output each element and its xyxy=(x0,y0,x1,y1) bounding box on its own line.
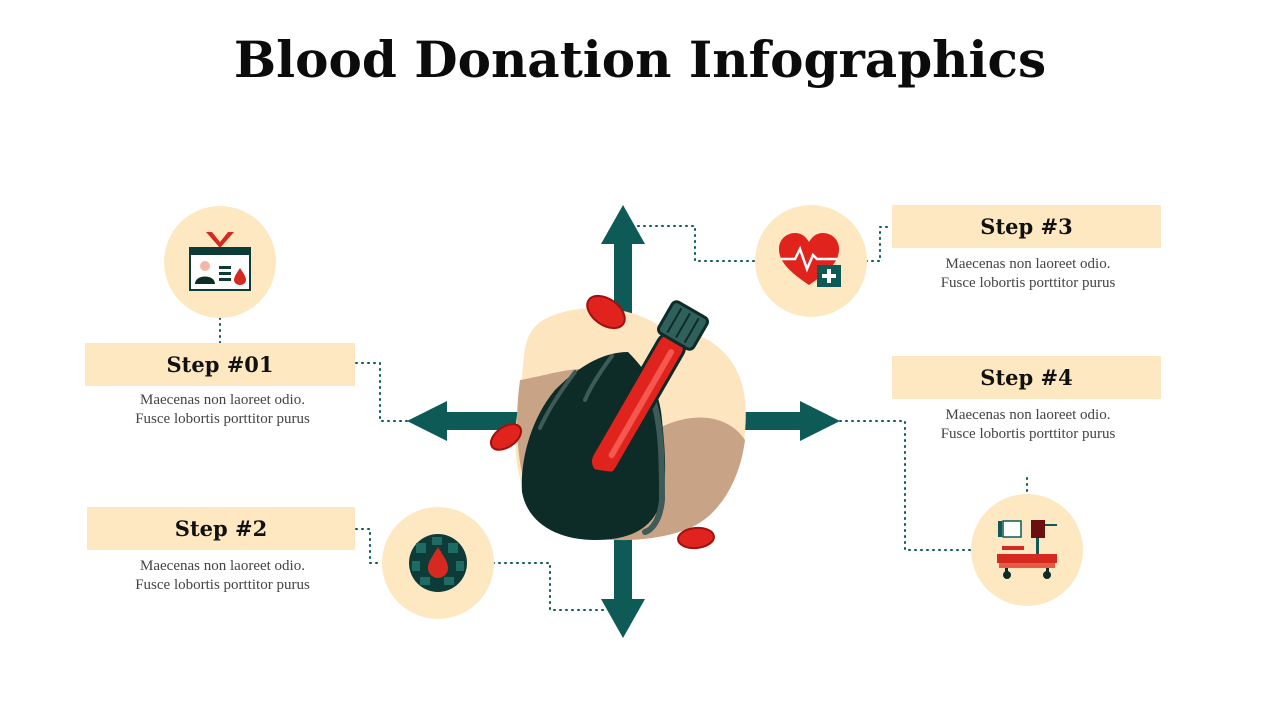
arrow-right xyxy=(745,401,840,441)
step3-box: Step #3 xyxy=(892,205,1161,248)
step1-line1: Maecenas non laoreet odio. xyxy=(140,392,305,408)
connector-step3-box xyxy=(865,226,893,262)
connector-step4-arrow xyxy=(839,420,973,551)
direction-arrows xyxy=(407,205,840,638)
step3-line1: Maecenas non laoreet odio. xyxy=(945,256,1111,272)
arrow-down xyxy=(601,530,645,638)
step1-icon-circle xyxy=(164,206,276,318)
hand-fingers xyxy=(538,354,614,430)
step3-description: Maecenas non laoreet odio. Fusce loborti… xyxy=(889,255,1167,293)
connector-step2-arrow xyxy=(492,562,605,611)
step4-line2: Fusce lobortis porttitor purus xyxy=(940,426,1116,442)
hand-highlight xyxy=(642,389,666,535)
hand-test-tube-illustration xyxy=(489,294,746,550)
connector-step2-box xyxy=(355,528,383,564)
step2-box: Step #2 xyxy=(87,507,355,550)
blood-cell xyxy=(586,294,626,330)
id-card-icon xyxy=(189,232,251,291)
connector-step1-arrow xyxy=(355,362,409,422)
step3-label: Step #3 xyxy=(980,214,1073,239)
step4-box: Step #4 xyxy=(892,356,1161,399)
blood-cell xyxy=(677,526,715,550)
step4-description: Maecenas non laoreet odio. Fusce loborti… xyxy=(889,406,1167,444)
step4-label: Step #4 xyxy=(980,365,1073,390)
test-tube-shine xyxy=(608,349,675,459)
step2-line2: Fusce lobortis porttitor purus xyxy=(135,577,310,593)
step1-description: Maecenas non laoreet odio. Fusce loborti… xyxy=(85,391,360,429)
step2-description: Maecenas non laoreet odio. Fusce loborti… xyxy=(85,557,360,595)
step2-icon-circle xyxy=(382,507,494,619)
arrow-left xyxy=(407,401,525,441)
step3-line2: Fusce lobortis porttitor purus xyxy=(940,275,1116,291)
step4-icon-circle xyxy=(971,494,1083,606)
step2-label: Step #2 xyxy=(174,516,268,541)
step1-label: Step #01 xyxy=(166,352,274,377)
step1-box: Step #01 xyxy=(85,343,355,386)
blood-cell xyxy=(489,423,523,451)
step4-line1: Maecenas non laoreet odio. xyxy=(945,407,1111,423)
step3-icon-circle xyxy=(755,205,867,317)
arrow-up xyxy=(601,205,645,320)
hand-thumb xyxy=(565,460,656,505)
connector-lines xyxy=(219,225,1028,611)
step1-line2: Fusce lobortis porttitor purus xyxy=(135,411,310,427)
connector-step3-arrow xyxy=(637,225,757,262)
step2-line1: Maecenas non laoreet odio. xyxy=(140,558,305,574)
page-title: Blood Donation Infographics xyxy=(233,30,1047,89)
heart-medical-icon xyxy=(779,233,841,287)
globe-blood-drop-icon xyxy=(409,534,467,592)
hospital-bed-icon xyxy=(997,520,1057,579)
